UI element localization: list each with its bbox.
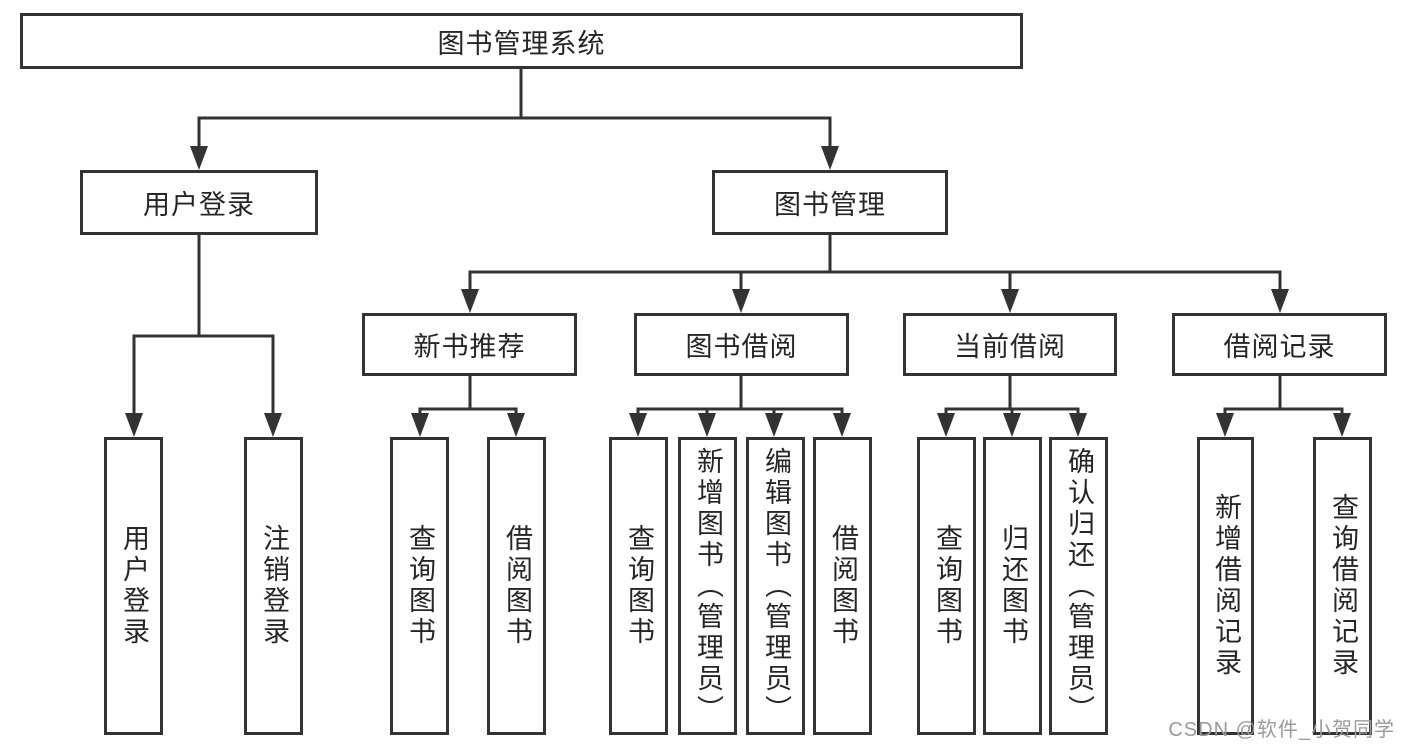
leaf-return-books: 归还图书 bbox=[983, 437, 1042, 735]
leaf-borrow-books-recommend: 借阅图书 bbox=[487, 437, 546, 735]
arrowhead-icon bbox=[125, 413, 143, 437]
node-label: 用户登录 bbox=[119, 524, 149, 648]
node-label: 查询图书 bbox=[405, 524, 435, 648]
node-label: 图书借阅 bbox=[685, 332, 798, 362]
arrowhead-icon bbox=[1216, 413, 1234, 437]
arrowhead-icon bbox=[833, 413, 851, 437]
connector-book-borrowing-children bbox=[629, 376, 851, 437]
leaf-add-borrow-record: 新增借阅记录 bbox=[1197, 437, 1254, 735]
leaf-query-borrow-record: 查询借阅记录 bbox=[1313, 437, 1372, 735]
node-label: 新增图书（管理员） bbox=[693, 446, 723, 726]
arrowhead-icon bbox=[411, 413, 429, 437]
connector-root-to-level2 bbox=[190, 68, 839, 170]
node-label: 借阅图书 bbox=[828, 524, 858, 648]
node-label: 借阅记录 bbox=[1223, 332, 1336, 362]
node-label: 查询图书 bbox=[932, 524, 962, 648]
node-label: 用户登录 bbox=[143, 190, 255, 220]
node-label: 新增借阅记录 bbox=[1211, 493, 1241, 679]
node-label: 新书推荐 bbox=[413, 332, 526, 362]
node-label: 当前借阅 bbox=[954, 332, 1066, 362]
leaf-confirm-return-admin: 确认归还（管理员） bbox=[1049, 437, 1108, 735]
node-label: 注销登录 bbox=[259, 524, 289, 648]
arrowhead-icon bbox=[1069, 413, 1087, 437]
arrowhead-icon bbox=[264, 413, 282, 437]
connector-book-management-children bbox=[461, 235, 1289, 313]
node-label: 确认归还（管理员） bbox=[1064, 446, 1094, 726]
node-label: 查询借阅记录 bbox=[1328, 493, 1358, 679]
node-book-management: 图书管理 bbox=[712, 170, 948, 235]
node-current-borrowing: 当前借阅 bbox=[903, 313, 1117, 376]
arrowhead-icon bbox=[937, 413, 955, 437]
node-label: 查询图书 bbox=[624, 524, 654, 648]
arrowhead-icon bbox=[1003, 413, 1021, 437]
arrowhead-icon bbox=[1001, 289, 1019, 313]
node-label: 借阅图书 bbox=[502, 524, 532, 648]
arrowhead-icon bbox=[765, 413, 783, 437]
leaf-logout: 注销登录 bbox=[244, 437, 303, 735]
node-borrowing-records: 借阅记录 bbox=[1172, 313, 1387, 376]
connector-borrowing-records-children bbox=[1216, 376, 1351, 437]
arrowhead-icon bbox=[190, 146, 208, 170]
arrowhead-icon bbox=[821, 146, 839, 170]
node-label: 归还图书 bbox=[998, 524, 1028, 648]
arrowhead-icon bbox=[732, 289, 750, 313]
arrowhead-icon bbox=[1333, 413, 1351, 437]
watermark: CSDN @软件_小贺同学 bbox=[1168, 719, 1395, 741]
leaf-edit-books-admin: 编辑图书（管理员） bbox=[746, 437, 805, 735]
leaf-query-books-recommend: 查询图书 bbox=[390, 437, 449, 735]
node-book-borrowing: 图书借阅 bbox=[634, 313, 849, 376]
connector-new-book-recommend-children bbox=[411, 376, 525, 437]
node-library-system: 图书管理系统 bbox=[20, 13, 1023, 69]
node-label: 编辑图书（管理员） bbox=[761, 446, 791, 726]
leaf-borrow-books-borrow: 借阅图书 bbox=[813, 437, 872, 735]
connector-user-login-children bbox=[125, 235, 282, 437]
node-label: 图书管理系统 bbox=[437, 28, 606, 59]
leaf-query-books-borrow: 查询图书 bbox=[609, 437, 668, 735]
node-label: 图书管理 bbox=[774, 190, 886, 220]
arrowhead-icon bbox=[461, 289, 479, 313]
leaf-add-books-admin: 新增图书（管理员） bbox=[678, 437, 737, 735]
arrowhead-icon bbox=[629, 413, 647, 437]
leaf-user-login: 用户登录 bbox=[104, 437, 163, 735]
leaf-query-books-current: 查询图书 bbox=[917, 437, 976, 735]
node-new-book-recommend: 新书推荐 bbox=[362, 313, 577, 376]
connector-current-borrowing-children bbox=[937, 376, 1087, 437]
node-user-login: 用户登录 bbox=[80, 170, 318, 235]
arrowhead-icon bbox=[1271, 289, 1289, 313]
arrowhead-icon bbox=[698, 413, 716, 437]
arrowhead-icon bbox=[507, 413, 525, 437]
